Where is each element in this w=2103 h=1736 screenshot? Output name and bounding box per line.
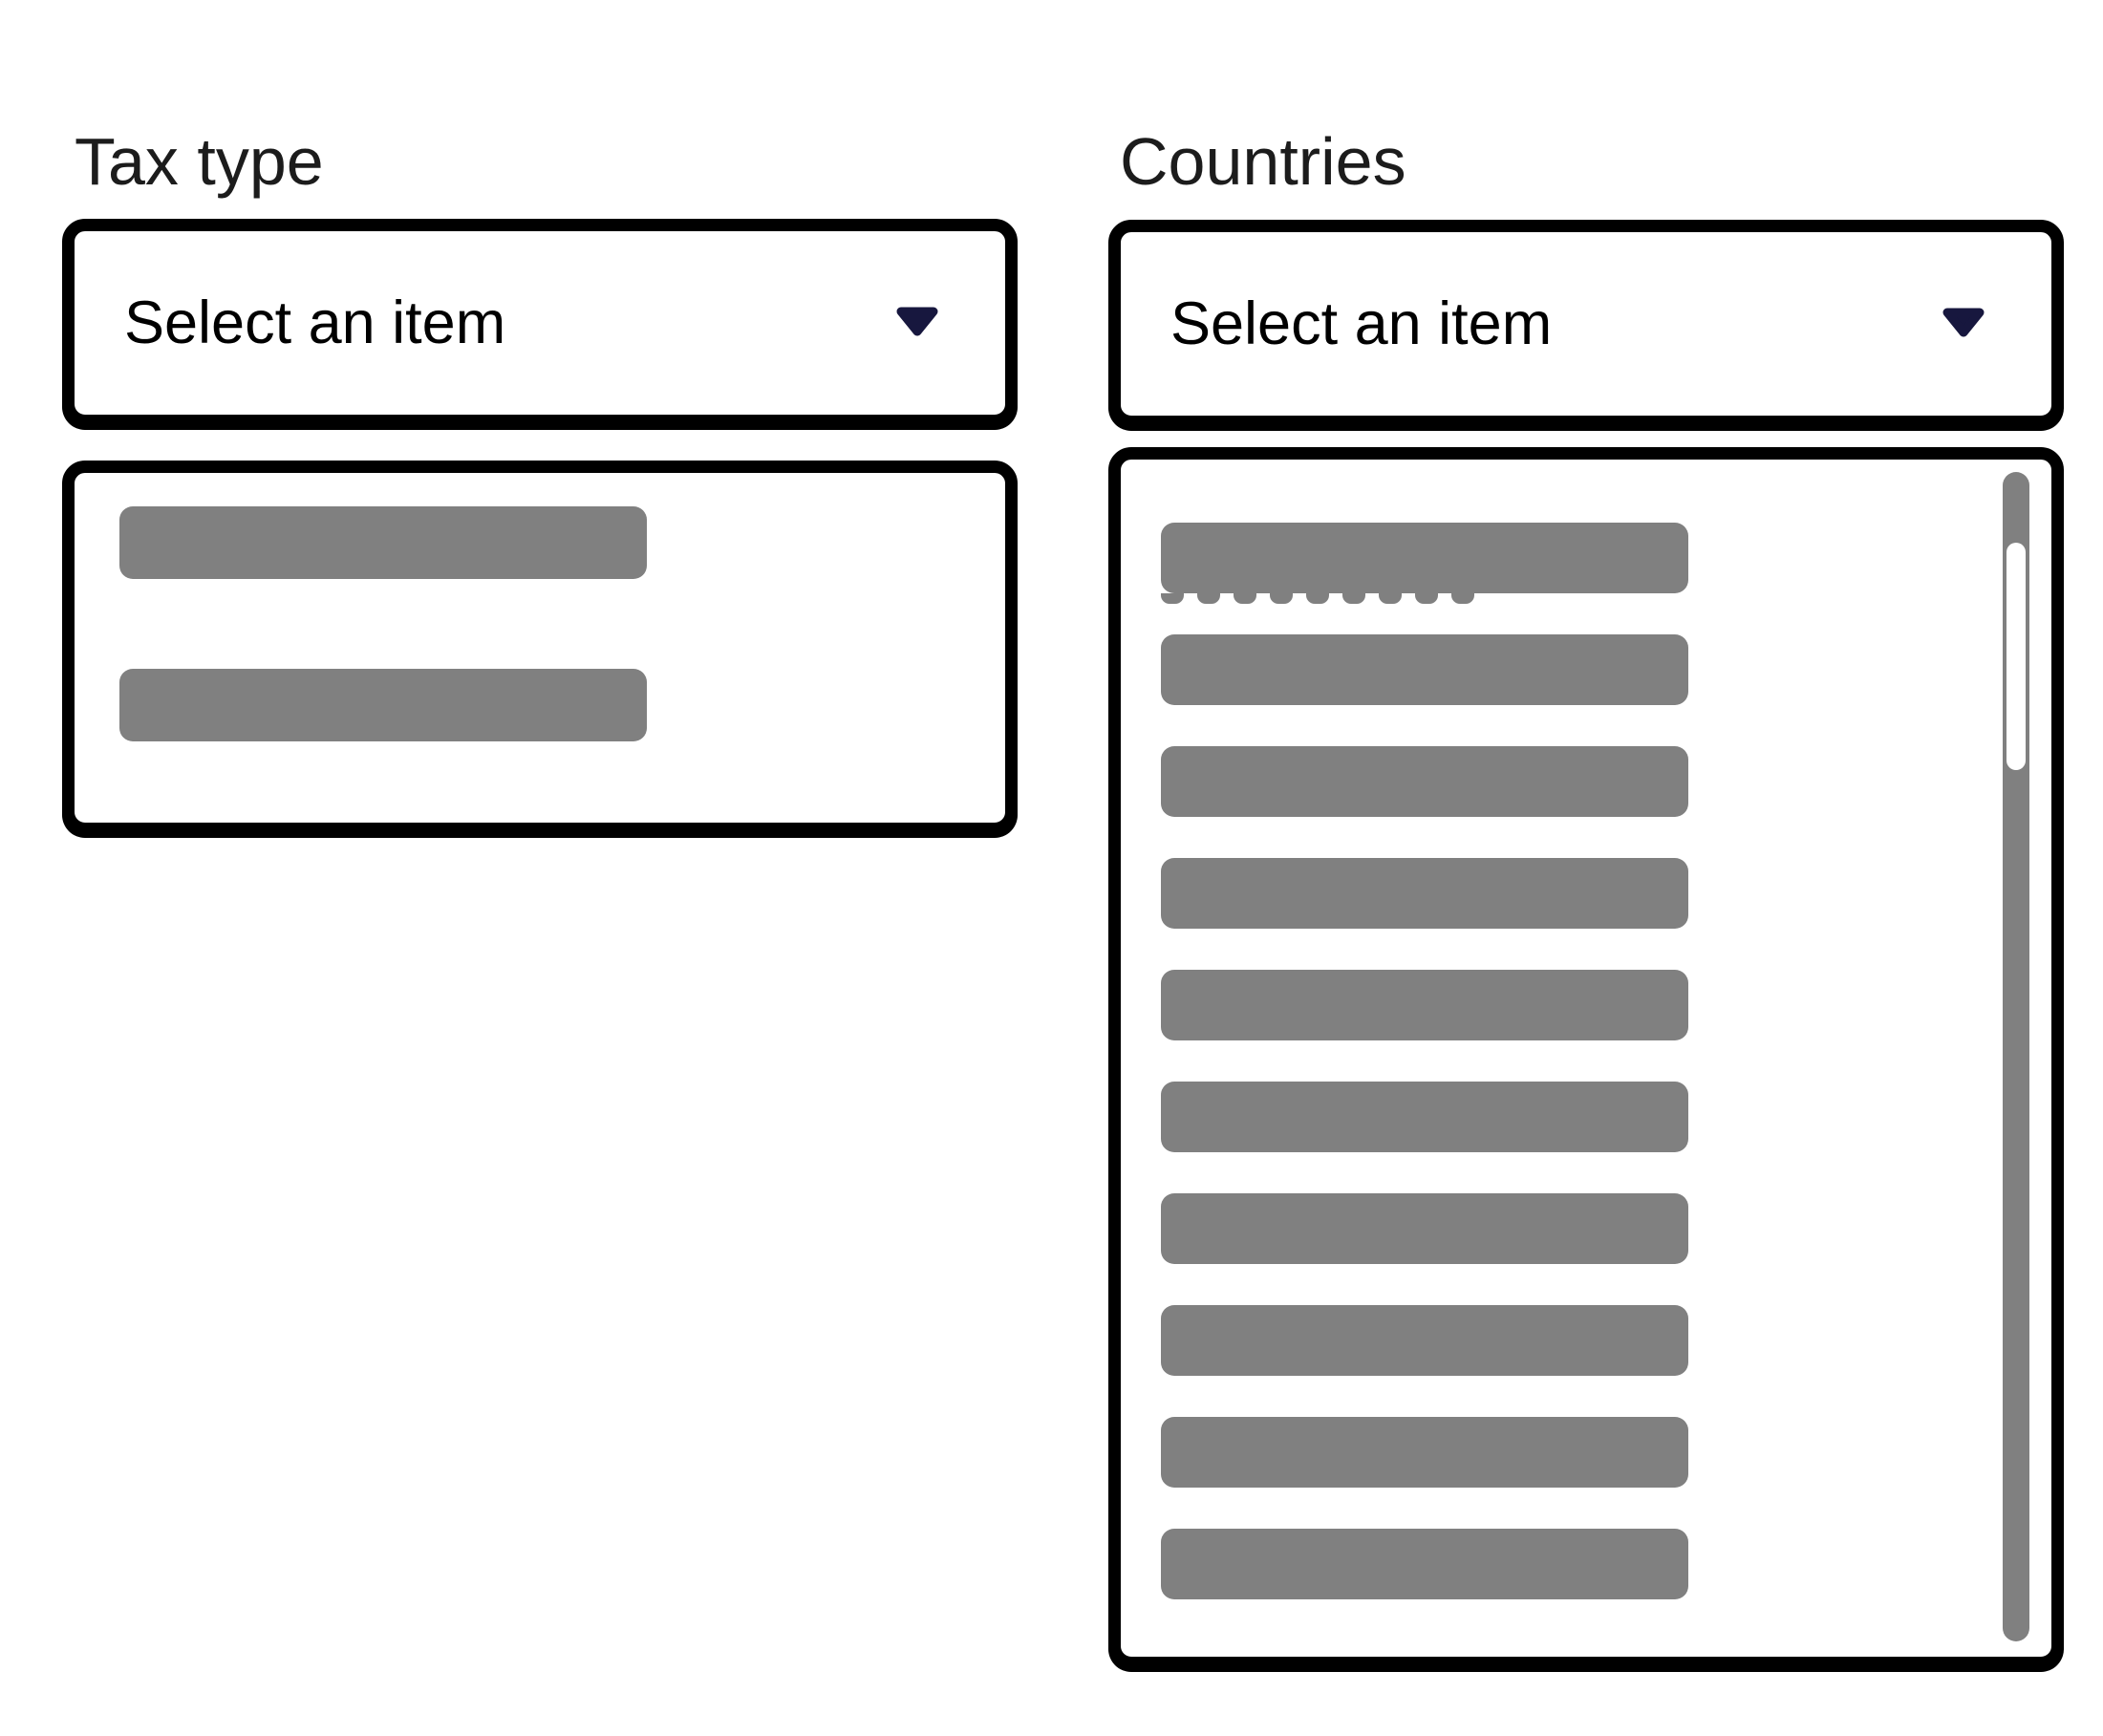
countries-dropdown-value: Select an item [1170, 290, 1553, 357]
glyph-bump [1234, 593, 1256, 604]
tax-type-dropdown[interactable]: Select an item [62, 219, 1018, 427]
option-item-placeholder[interactable] [1161, 1417, 1688, 1488]
glyph-bump [1270, 593, 1293, 604]
option-item-placeholder[interactable] [1161, 634, 1688, 705]
glyph-bump [1415, 593, 1438, 604]
option-item-placeholder[interactable] [1161, 1193, 1688, 1264]
glyph-bump [1342, 593, 1365, 604]
chevron-down-icon [896, 307, 938, 336]
chevron-down-icon [1942, 308, 1985, 337]
tax-type-dropdown-value: Select an item [124, 289, 506, 356]
option-item-placeholder[interactable] [119, 669, 647, 741]
tax-type-options-list [62, 461, 1018, 835]
countries-dropdown[interactable]: Select an item [1108, 220, 2064, 428]
glyph-bump [1306, 593, 1329, 604]
option-item-placeholder[interactable] [1161, 970, 1688, 1040]
tax-type-label: Tax type [75, 124, 324, 199]
countries-options-items [1161, 523, 1688, 1599]
countries-label: Countries [1120, 124, 1406, 199]
tax-type-options-items [119, 506, 647, 741]
option-item-placeholder[interactable] [119, 506, 647, 579]
glyph-bump [1161, 593, 1184, 604]
redacted-text-glyph-bottoms [1161, 593, 1474, 604]
option-item-placeholder[interactable] [1161, 1305, 1688, 1376]
option-item-placeholder[interactable] [1161, 1082, 1688, 1152]
option-item-placeholder[interactable] [1161, 1529, 1688, 1599]
countries-options-list [1108, 447, 2064, 1669]
glyph-bump [1379, 593, 1402, 604]
scrollbar-track[interactable] [2003, 472, 2029, 1641]
option-item-placeholder[interactable] [1161, 523, 1688, 593]
option-item-placeholder[interactable] [1161, 858, 1688, 929]
glyph-bump [1451, 593, 1474, 604]
scrollbar-thumb[interactable] [2006, 543, 2026, 770]
option-item-placeholder[interactable] [1161, 746, 1688, 817]
glyph-bump [1197, 593, 1220, 604]
